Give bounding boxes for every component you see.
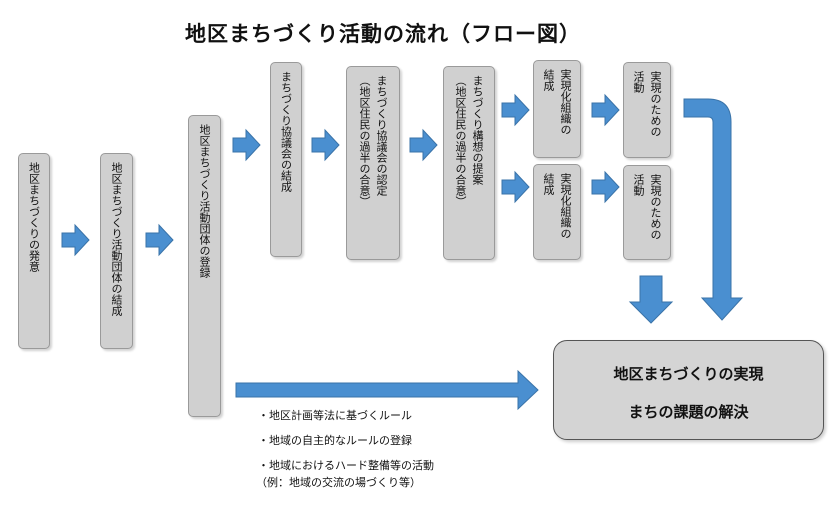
- step-plan-proposal-box: まちづくり構想の提案 （地区住民の過半の合意）: [443, 66, 495, 260]
- arrow-right-7: [501, 170, 530, 204]
- arrow-right-2: [145, 223, 174, 257]
- step-initiative-label: 地区まちづくりの発意: [27, 162, 41, 272]
- arrow-down-center: [628, 275, 674, 324]
- org-formation-upper-line1: 実現化組織の: [559, 69, 572, 135]
- step-group-formation-box: 地区まちづくり活動団体の結成: [100, 153, 133, 349]
- step-council-certification-note: （地区住民の過半の合意）: [358, 75, 371, 207]
- org-formation-box-lower: 実現化組織の 結成: [533, 164, 581, 260]
- step-group-registration-label: 地区まちづくり活動団体の登録: [198, 124, 211, 278]
- result-box: 地区まちづくりの実現 まちの課題の解決: [553, 340, 824, 440]
- arrow-right-9: [591, 170, 620, 204]
- org-formation-upper-line2: 結成: [542, 69, 555, 91]
- org-formation-lower-line2: 結成: [542, 173, 555, 195]
- diagram-title: 地区まちづくり活動の流れ（フロー図）: [185, 22, 581, 46]
- activity-lower-line1: 実現のための: [649, 174, 662, 240]
- result-issue-resolution: まちの課題の解決: [628, 403, 749, 421]
- activity-upper-line1: 実現のための: [649, 71, 662, 137]
- arrow-curved-down: [683, 98, 744, 321]
- note-voluntary-rules: ・地域の自主的なルールの登録: [258, 434, 412, 447]
- step-plan-proposal-label: まちづくり構想の提案: [471, 75, 484, 185]
- step-council-formation-box: まちづくり協議会の結成: [270, 62, 302, 257]
- arrow-right-1: [61, 223, 90, 257]
- result-realization: 地区まちづくりの実現: [613, 365, 764, 383]
- note-district-plan-rules: ・地区計画等法に基づくルール: [258, 409, 412, 422]
- arrow-right-4: [311, 128, 340, 162]
- org-formation-box-upper: 実現化組織の 結成: [533, 60, 581, 158]
- activity-box-upper: 実現のための 活動: [623, 62, 671, 158]
- activity-box-lower: 実現のための 活動: [623, 165, 671, 260]
- step-initiative-box: 地区まちづくりの発意: [18, 153, 50, 349]
- step-group-registration-box: 地区まちづくり活動団体の登録: [188, 115, 221, 417]
- step-plan-proposal-note: （地区住民の過半の合意）: [454, 75, 467, 207]
- step-council-certification-box: まちづくり協議会の認定 （地区住民の過半の合意）: [346, 66, 400, 260]
- org-formation-lower-line1: 実現化組織の: [559, 173, 572, 239]
- note-hard-improvement: ・地域におけるハード整備等の活動: [258, 459, 434, 472]
- arrow-right-3: [232, 128, 261, 162]
- arrow-right-8: [591, 93, 620, 127]
- step-council-certification-label: まちづくり協議会の認定: [375, 75, 388, 196]
- activity-upper-line2: 活動: [632, 71, 645, 93]
- arrow-right-6: [501, 93, 530, 127]
- activity-lower-line2: 活動: [632, 174, 645, 196]
- arrow-long-to-result: [235, 369, 539, 411]
- arrow-right-5: [409, 128, 438, 162]
- step-council-formation-label: まちづくり協議会の結成: [279, 71, 293, 192]
- note-example: （例：地域の交流の場づくり等）: [256, 476, 421, 489]
- step-group-formation-label: 地区まちづくり活動団体の結成: [110, 162, 123, 316]
